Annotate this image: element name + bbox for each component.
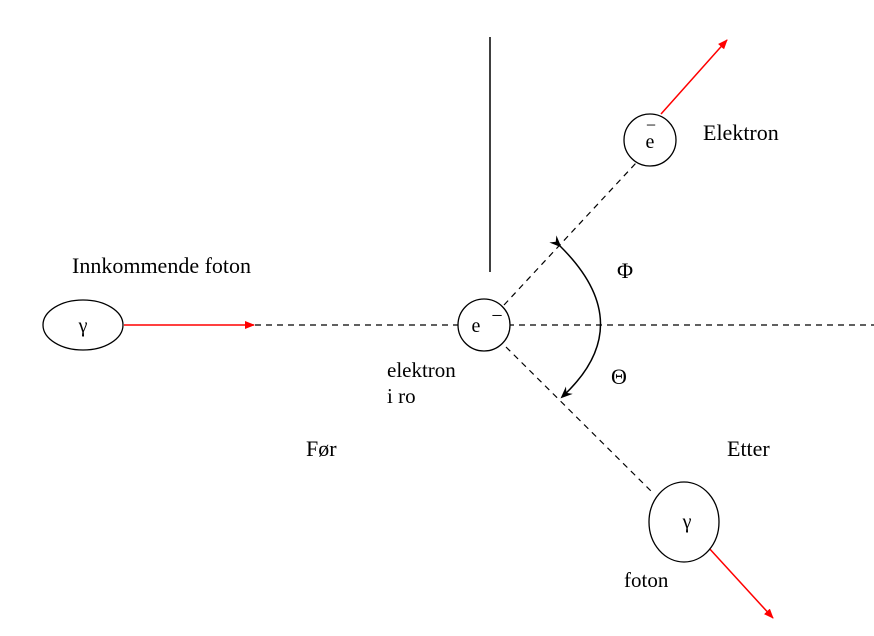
before-label: Før: [306, 436, 337, 461]
phi-label: Φ: [617, 258, 633, 283]
theta-label: Θ: [611, 364, 627, 389]
outgoing-photon-gamma: γ: [682, 511, 692, 533]
photon-out-label: foton: [624, 568, 669, 592]
incoming-photon-label: Innkommende foton: [72, 253, 251, 278]
electron-at-rest-label-line2: i ro: [387, 384, 416, 408]
electron-out-label: Elektron: [703, 120, 779, 145]
incoming-photon-gamma: γ: [78, 315, 88, 337]
outgoing-electron-charge: −: [646, 115, 656, 135]
electron-path-dashed: [503, 162, 637, 306]
electron-at-rest-charge: −: [491, 305, 502, 327]
angle-arc: [549, 235, 602, 399]
outgoing-electron-circle: [623, 113, 677, 167]
photon-path-dashed: [505, 346, 653, 493]
electron-at-rest-symbol: e: [472, 315, 481, 337]
outgoing-electron-arrow: [660, 39, 728, 115]
incoming-photon-ellipse: [42, 299, 124, 351]
outgoing-electron-symbol: e: [646, 131, 655, 153]
electron-at-rest-label-line1: elektron: [387, 358, 456, 382]
electron-at-rest-circle: [457, 298, 511, 352]
outgoing-photon-arrow: [707, 546, 774, 619]
after-label: Etter: [727, 436, 770, 461]
outgoing-photon-ellipse: [648, 481, 720, 563]
